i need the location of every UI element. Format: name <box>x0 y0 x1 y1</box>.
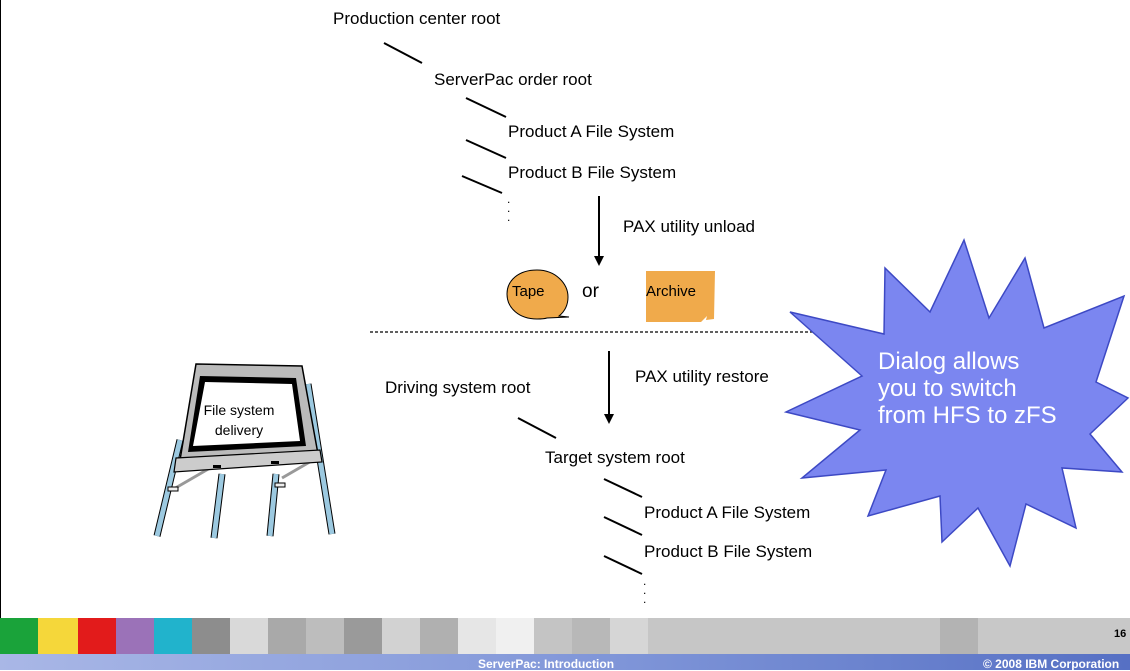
connector-order-product-b-2 <box>461 175 503 194</box>
restore-arrow-head <box>604 414 614 424</box>
footer-copyright: © 2008 IBM Corporation <box>983 657 1120 671</box>
pax-unload-label: PAX utility unload <box>623 217 755 236</box>
page-number: 16 <box>1114 628 1127 640</box>
product-a-file-system-label: Product A File System <box>508 122 675 141</box>
connector-production-order <box>383 42 423 64</box>
serverpac-order-root-label: ServerPac order root <box>434 70 592 89</box>
connector-target-product-a-2 <box>603 516 643 536</box>
footer-title: ServerPac: Introduction <box>478 657 615 671</box>
driving-system-root-label: Driving system root <box>385 378 531 397</box>
product-a-file-system-label-bottom: Product A File System <box>644 503 811 522</box>
footer-image-strip <box>0 618 1130 654</box>
easel-illustration <box>153 363 336 539</box>
pax-restore-label: PAX utility restore <box>635 367 769 386</box>
connector-target-product-a-1 <box>603 478 643 498</box>
callout-text: Dialog allows you to switch from HFS to … <box>878 348 1057 429</box>
connector-order-product-a <box>465 97 507 118</box>
ellipsis-dots-top: ... <box>507 192 511 224</box>
archive-shape <box>646 271 715 322</box>
connector-target-product-b <box>603 555 643 575</box>
connector-order-product-b-1 <box>465 139 507 159</box>
product-b-file-system-label: Product B File System <box>508 163 677 182</box>
slide-frame-border <box>0 0 1 618</box>
production-center-root-label: Production center root <box>333 9 501 28</box>
or-label: or <box>582 281 599 302</box>
archive-label: Archive <box>646 283 697 300</box>
connector-driving-target <box>517 417 557 439</box>
ellipsis-dots-bottom: ... <box>643 574 647 606</box>
tape-shape <box>506 269 570 320</box>
easel-label: File system delivery <box>203 402 275 438</box>
unload-arrow-head <box>594 256 604 266</box>
tape-label: Tape <box>512 283 545 300</box>
product-b-file-system-label-bottom: Product B File System <box>644 542 813 561</box>
target-system-root-label: Target system root <box>545 448 685 467</box>
footer-bar <box>0 654 1130 670</box>
callout-starburst <box>783 237 1130 569</box>
